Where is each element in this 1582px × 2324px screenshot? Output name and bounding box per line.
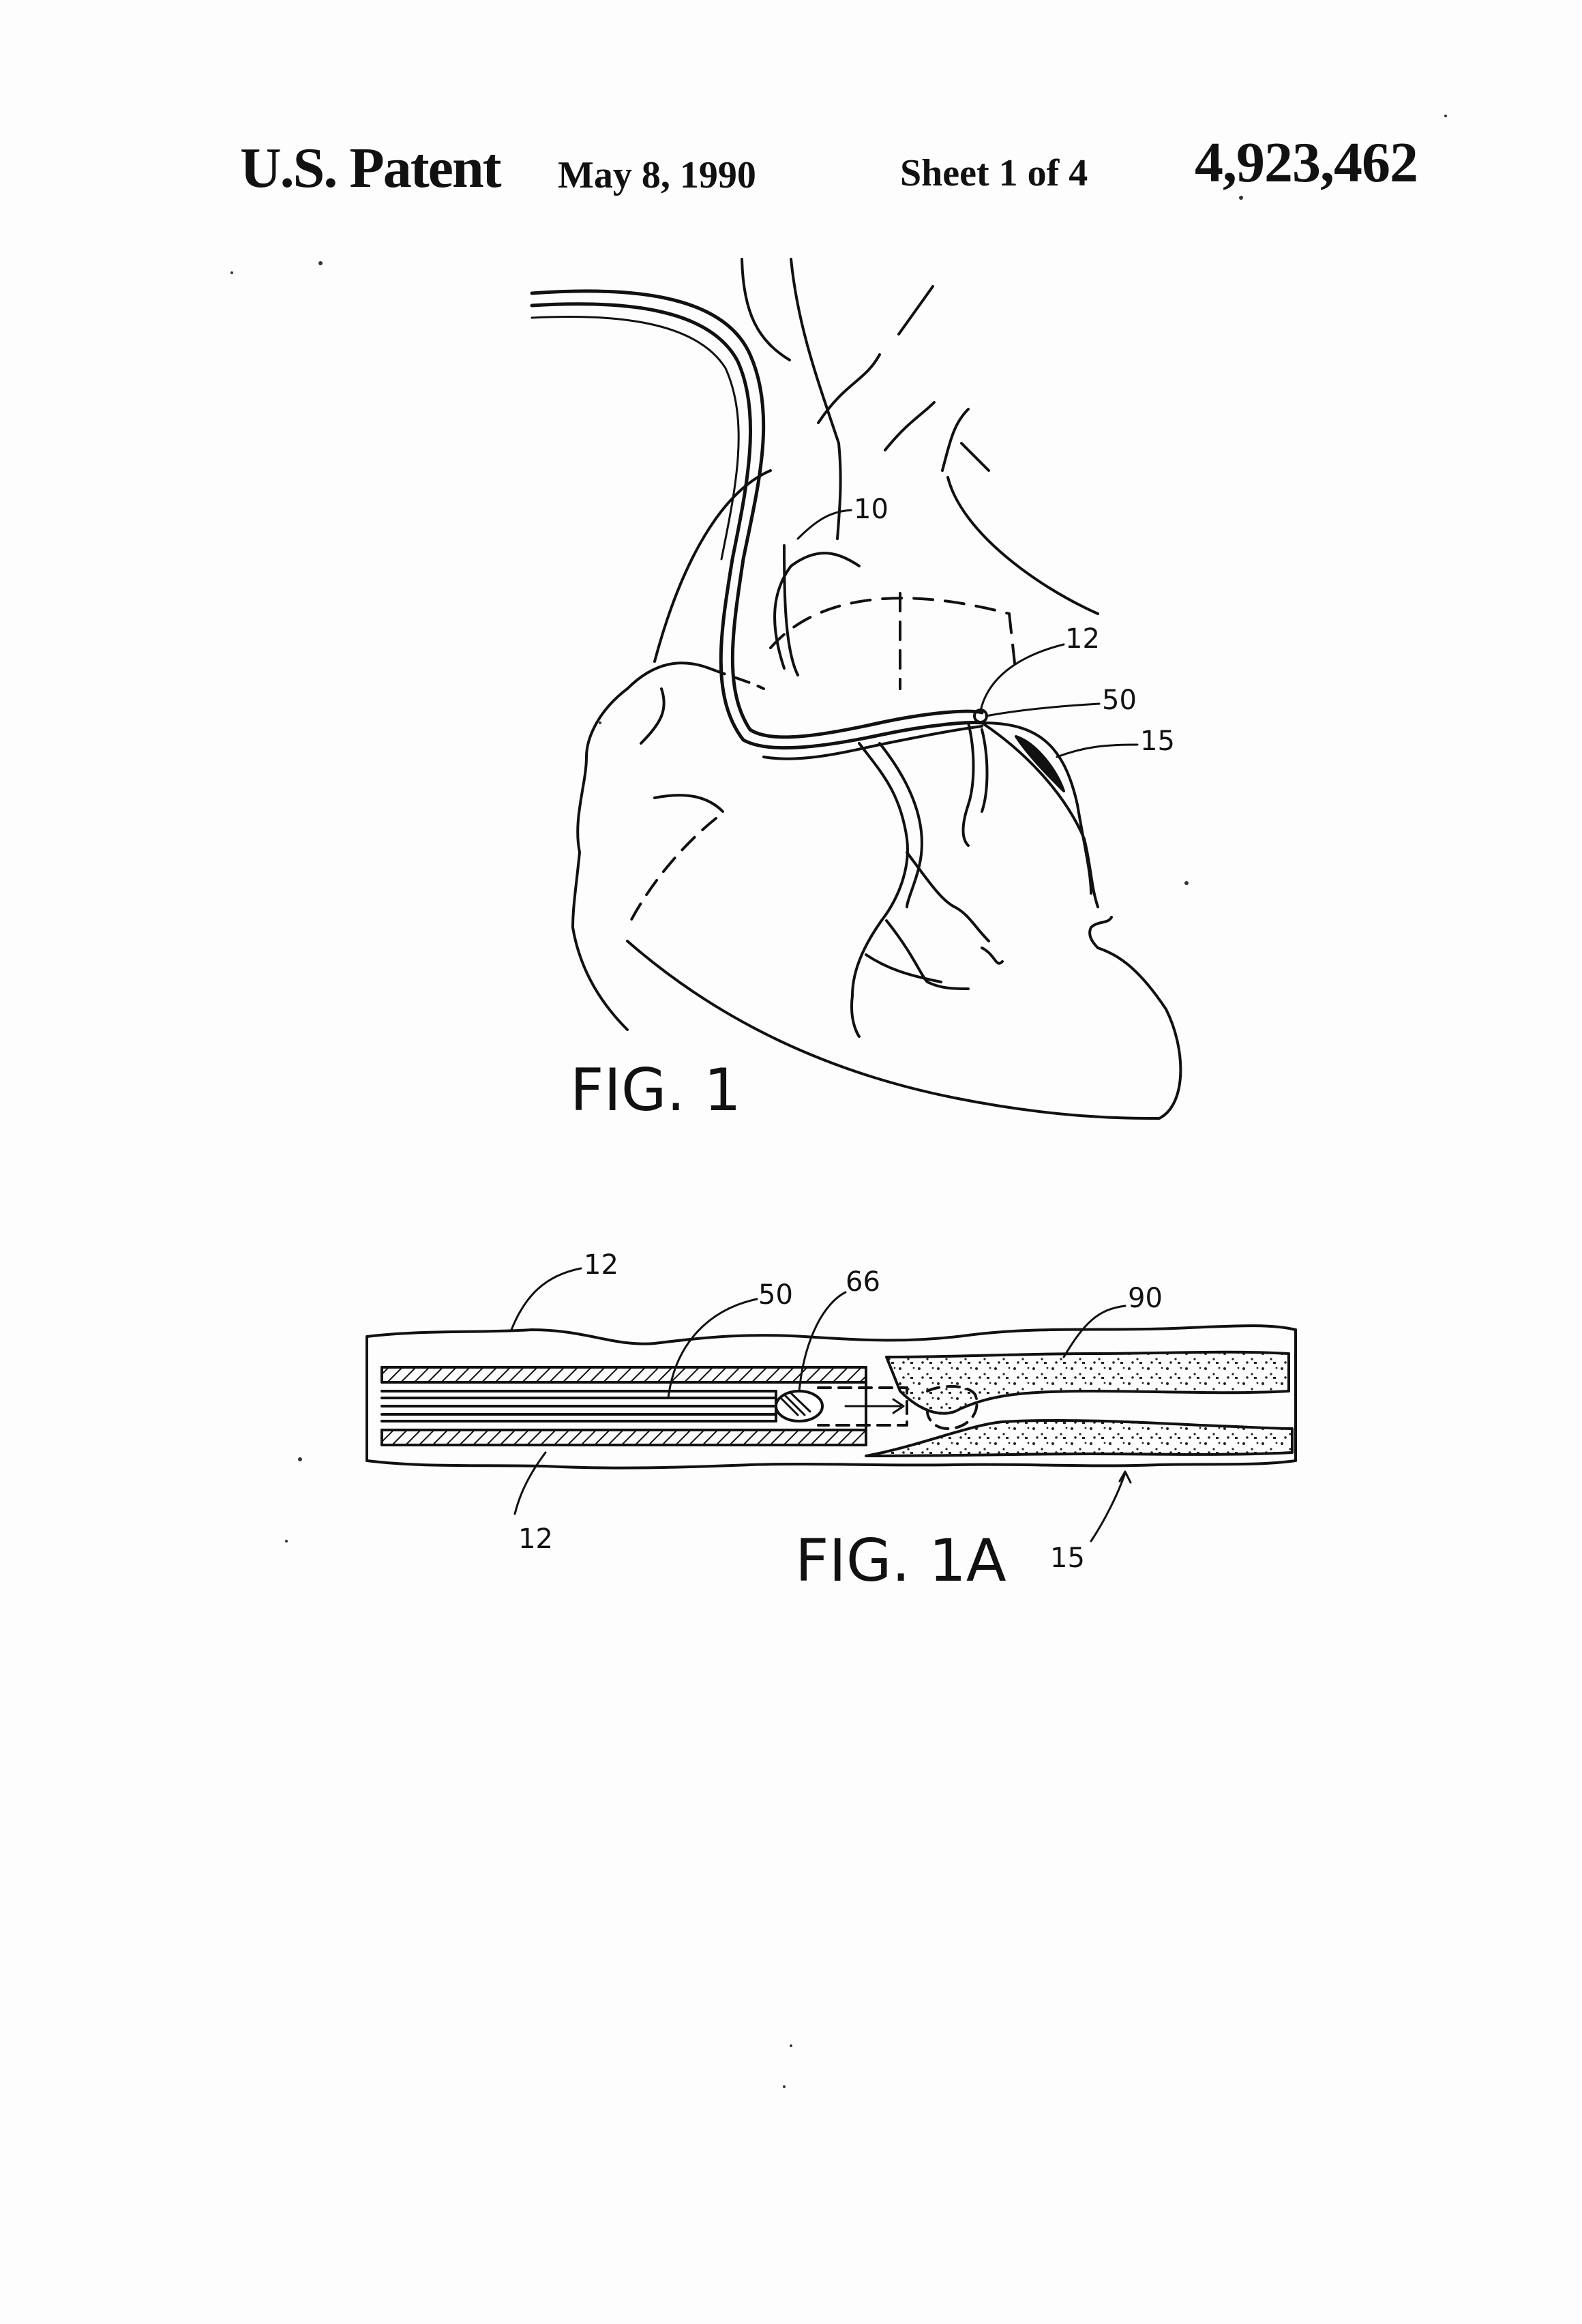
fig1a-ref-12-bottom: 12 [518,1523,553,1555]
fig1a-ref-12-top: 12 [584,1249,618,1281]
fig1-ref-15: 15 [1140,726,1175,757]
fig1-ref-10: 10 [854,494,889,525]
fig1a-ref-15: 15 [1050,1543,1085,1574]
fig1a-ref-90: 90 [1128,1283,1163,1314]
fig1-caption: FIG. 1 [570,1056,741,1124]
fig1a-ref-66: 66 [846,1266,880,1298]
scan-specks [230,115,1447,2088]
fig1-ref-12: 12 [1065,623,1100,655]
fig1-heart-drawing [532,259,1180,1118]
fig1-ref-50: 50 [1102,685,1137,716]
fig1a-ref-50: 50 [758,1279,793,1311]
fig1a-caption: FIG. 1A [795,1527,1006,1595]
